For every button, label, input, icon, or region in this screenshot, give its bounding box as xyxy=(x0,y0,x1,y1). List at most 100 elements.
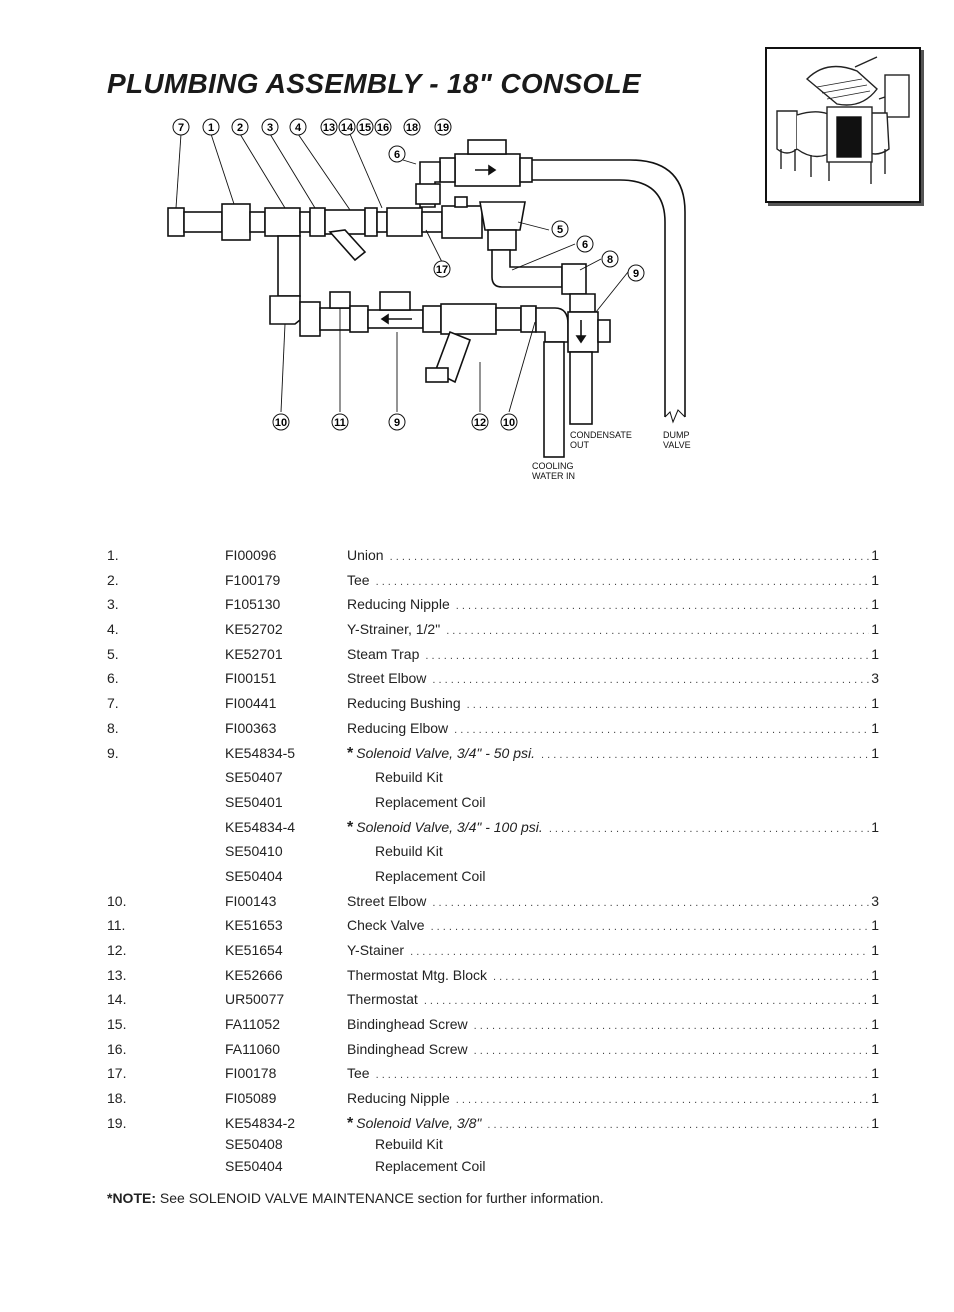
item-number: 5. xyxy=(107,645,119,662)
part-row: 17. FI00178 Tee1 xyxy=(107,1063,879,1088)
part-number: KE54834-5 xyxy=(225,744,296,761)
svg-text:9: 9 xyxy=(633,268,639,280)
callout-4: 4 xyxy=(289,118,307,136)
item-number: 4. xyxy=(107,621,119,638)
page-title: PLUMBING ASSEMBLY - 18" CONSOLE xyxy=(107,68,641,99)
part-row: 12. KE51654 Y-Stainer1 xyxy=(107,940,879,965)
callout-2: 2 xyxy=(231,118,249,136)
svg-text:13: 13 xyxy=(323,122,335,134)
svg-text:10: 10 xyxy=(275,417,287,429)
part-row: 7. FI00441 Reducing Bushing1 xyxy=(107,693,879,718)
description: Reducing Nipple xyxy=(347,1090,450,1107)
item-number: 11. xyxy=(107,917,126,934)
description: Street Elbow xyxy=(347,892,427,909)
description: Tee xyxy=(347,571,370,588)
part-number: KE52701 xyxy=(225,645,283,662)
description: Tee xyxy=(347,1065,370,1082)
svg-text:17: 17 xyxy=(436,264,448,276)
description: Steam Trap xyxy=(347,645,420,662)
part-number: UR50077 xyxy=(225,991,285,1008)
quantity: 1 xyxy=(871,695,879,712)
part-number: FI00441 xyxy=(225,695,277,712)
note-asterisk: * xyxy=(347,744,354,762)
sub-description: Replacement Coil xyxy=(375,793,486,810)
diagram-labels: CONDENSATE OUT DUMP VALVE COOLING WATER … xyxy=(532,430,691,481)
item-number: 14. xyxy=(107,991,127,1008)
part-row: 6. FI00151 Street Elbow3 xyxy=(107,668,879,693)
part-number: FI00363 xyxy=(225,719,277,736)
svg-text:5: 5 xyxy=(557,224,563,236)
description: Street Elbow xyxy=(347,670,427,687)
part-subrow: SE50401 Replacement Coil xyxy=(107,792,879,817)
part-subrow: SE50404 Replacement Coil xyxy=(107,1156,879,1178)
quantity: 1 xyxy=(871,547,879,563)
part-subrow: SE50408 Rebuild Kit xyxy=(107,1134,879,1156)
part-number: KE51653 xyxy=(225,917,283,934)
part-row: 11. KE51653 Check Valve1 xyxy=(107,915,879,940)
part-number: FI00151 xyxy=(225,670,277,687)
item-number: 17. xyxy=(107,1065,127,1082)
quantity: 1 xyxy=(871,1090,879,1107)
plumbing-diagram: 7 1 2 3 4 13 14 15 16 18 19 6 5 6 8 9 17… xyxy=(167,118,691,481)
callout-8: 8 xyxy=(601,250,619,268)
quantity: 1 xyxy=(871,645,879,662)
callout-17: 17 xyxy=(433,260,451,278)
svg-text:6: 6 xyxy=(582,239,588,251)
callout-19: 19 xyxy=(434,118,452,136)
condensate-label: CONDENSATE xyxy=(570,430,632,440)
quantity: 3 xyxy=(871,670,879,687)
description: Solenoid Valve, 3/4" - 100 psi. xyxy=(356,818,543,835)
dump-valve-label: DUMP xyxy=(663,430,690,440)
note-asterisk: * xyxy=(347,1114,354,1132)
sub-description: Rebuild Kit xyxy=(375,843,443,860)
part-number: FA11052 xyxy=(225,1016,281,1033)
callout-6b: 6 xyxy=(576,235,594,253)
part-number: KE52702 xyxy=(225,621,283,638)
sub-description: Rebuild Kit xyxy=(375,769,443,786)
part-row: KE54834-4 *Solenoid Valve, 3/4" - 100 ps… xyxy=(107,817,879,842)
part-number: F100179 xyxy=(225,571,281,588)
body-callouts: 6 5 6 8 9 17 10 11 9 12 10 xyxy=(272,145,645,431)
cooling-water-label: COOLING xyxy=(532,461,574,471)
part-row: 13. KE52666 Thermostat Mtg. Block1 xyxy=(107,965,879,990)
description: Check Valve xyxy=(347,917,425,934)
top-callouts: 7 1 2 3 4 13 14 15 16 18 19 xyxy=(172,118,452,136)
item-number: 8. xyxy=(107,719,119,736)
quantity: 1 xyxy=(871,571,879,588)
item-number: 3. xyxy=(107,596,119,613)
svg-text:10: 10 xyxy=(503,417,515,429)
item-number: 16. xyxy=(107,1040,127,1057)
item-number: 2. xyxy=(107,571,119,588)
callout-12: 12 xyxy=(471,413,489,431)
kettle-console-illustration xyxy=(776,56,910,184)
svg-text:1: 1 xyxy=(208,122,214,134)
item-number: 13. xyxy=(107,966,127,983)
description: Thermostat Mtg. Block xyxy=(347,966,488,983)
part-number: KE51654 xyxy=(225,942,283,958)
svg-text:11: 11 xyxy=(334,417,346,429)
description: Solenoid Valve, 3/4" - 50 psi. xyxy=(356,744,536,761)
quantity: 3 xyxy=(871,892,879,909)
part-row: 4. KE52702 Y-Strainer, 1/2" 1 xyxy=(107,619,879,644)
part-row: 2. F100179 Tee 1 xyxy=(107,570,879,595)
callout-14: 14 xyxy=(338,118,356,136)
svg-text:14: 14 xyxy=(341,122,354,134)
description: Y-Strainer, 1/2" xyxy=(347,621,441,638)
quantity: 1 xyxy=(871,942,879,958)
description: Bindinghead Screw xyxy=(347,1016,468,1033)
svg-text:8: 8 xyxy=(607,254,613,266)
part-row: 16. FA11060 Bindinghead Screw1 xyxy=(107,1039,879,1064)
svg-text:18: 18 xyxy=(406,122,418,134)
sub-description: Replacement Coil xyxy=(375,1157,486,1174)
note-asterisk: * xyxy=(347,818,354,836)
callout-3: 3 xyxy=(261,118,279,136)
quantity: 1 xyxy=(871,621,879,638)
quantity: 1 xyxy=(871,966,879,983)
sub-description: Replacement Coil xyxy=(375,867,486,884)
callout-1: 1 xyxy=(202,118,220,136)
parts-list: 1. FI00096 Union1 2. F100179 Tee1 3. F10… xyxy=(107,545,879,1177)
part-number: SE50407 xyxy=(225,769,283,786)
item-number: 10. xyxy=(107,892,127,909)
callout-6a: 6 xyxy=(388,145,406,163)
item-number: 9. xyxy=(107,744,119,761)
